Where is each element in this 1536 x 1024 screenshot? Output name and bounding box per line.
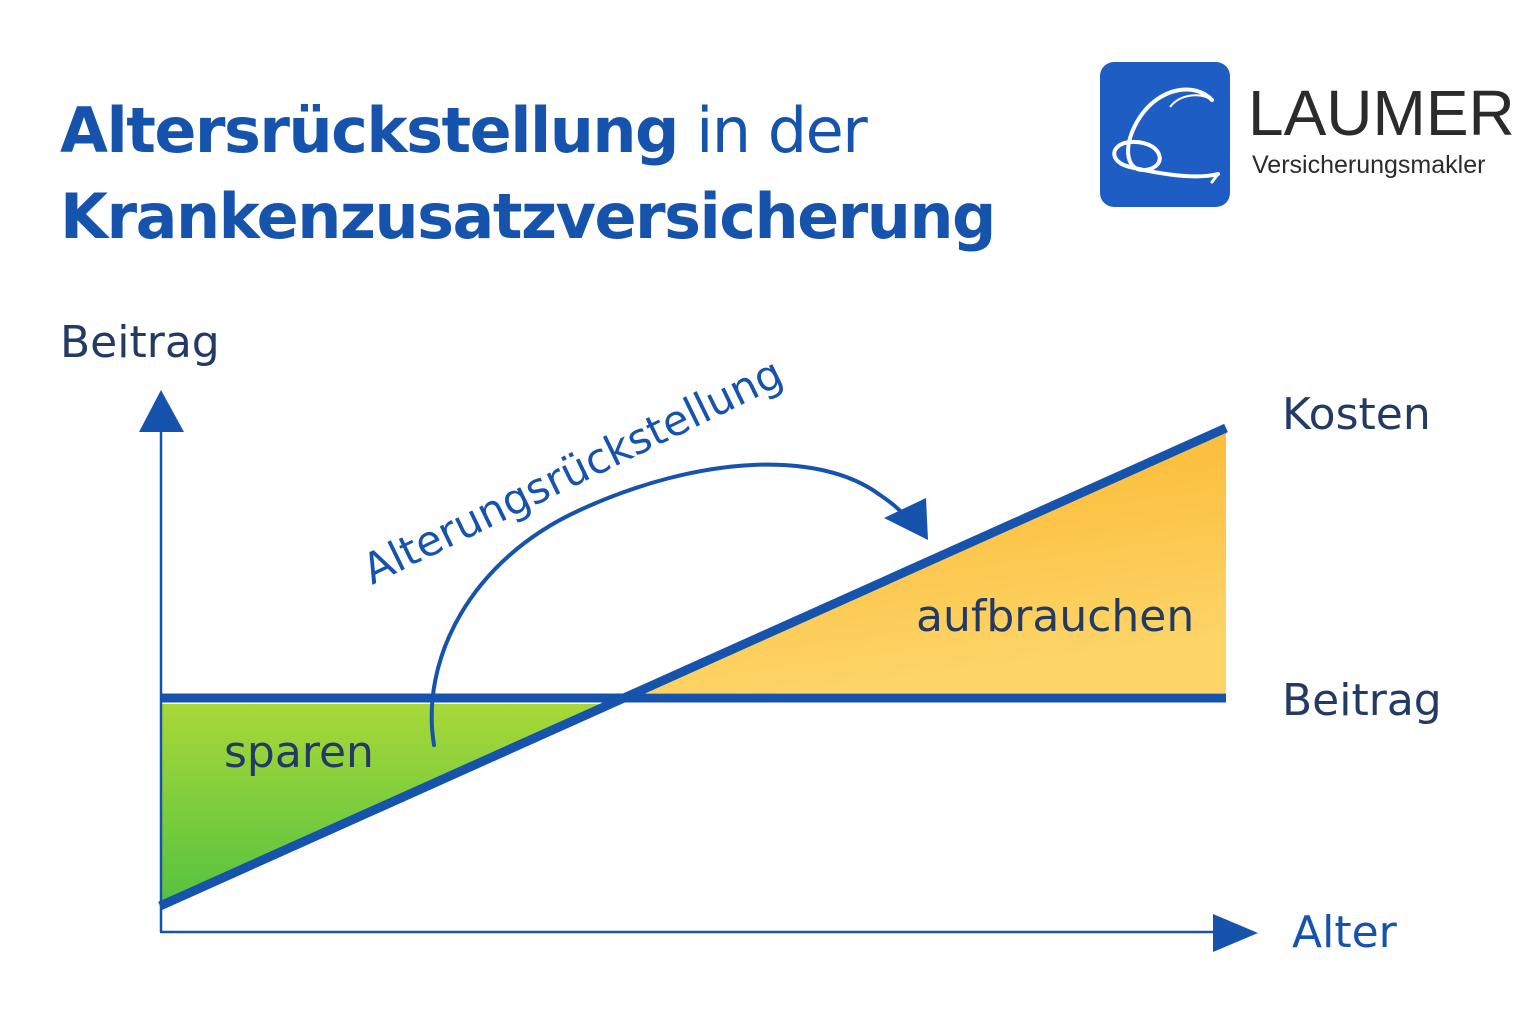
x-axis-label: Alter	[1292, 907, 1397, 958]
title-line-1-bold: Altersrückstellung	[60, 94, 679, 167]
page-title: Altersrückstellung in der Krankenzusatzv…	[60, 88, 996, 260]
premium-line-label: Beitrag	[1282, 675, 1442, 726]
y-axis-label: Beitrag	[60, 317, 220, 368]
consuming-area-label: aufbrauchen	[916, 591, 1195, 642]
title-line-2: Krankenzusatzversicherung	[60, 180, 996, 253]
costs-line-label: Kosten	[1282, 389, 1431, 440]
title-line-1: Altersrückstellung in der	[60, 88, 995, 174]
script-l-monogram-icon	[1100, 62, 1230, 207]
cost-line	[158, 423, 1228, 911]
transfer-arrow	[429, 462, 912, 747]
logo-name: LAUMER	[1248, 77, 1515, 149]
logo-subtitle: Versicherungsmakler	[1252, 151, 1486, 179]
y-axis-arrowhead-icon	[139, 390, 184, 432]
company-logo: LAUMER Versicherungsmakler	[1100, 62, 1530, 207]
x-axis-arrowhead-icon	[1213, 914, 1258, 952]
transfer-arrowhead-icon	[884, 498, 928, 540]
saving-area-label: sparen	[224, 727, 374, 778]
arrow-label: Alterungsrückstellung	[355, 348, 790, 594]
title-line-1-rest: in der	[677, 94, 868, 167]
